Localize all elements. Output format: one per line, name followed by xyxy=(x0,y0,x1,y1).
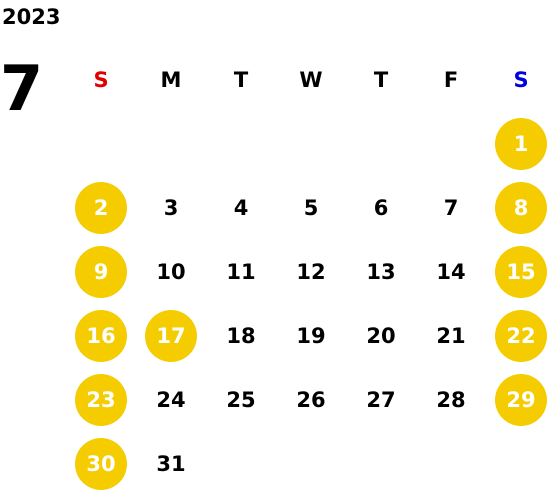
weekday-thu: T xyxy=(373,68,389,92)
calendar-empty-cell xyxy=(416,112,486,176)
day-number: 23 xyxy=(75,374,127,426)
calendar-day[interactable]: 26 xyxy=(276,368,346,432)
empty-day xyxy=(355,118,407,170)
day-number: 20 xyxy=(366,324,396,348)
day-number: 27 xyxy=(366,388,396,412)
calendar-day[interactable]: 17 xyxy=(136,304,206,368)
calendar-empty-cell xyxy=(276,112,346,176)
day-number: 3 xyxy=(163,196,179,220)
calendar-month: 7 xyxy=(0,52,44,125)
day-number: 15 xyxy=(495,246,547,298)
calendar-day[interactable]: 31 xyxy=(136,432,206,496)
calendar-year: 2023 xyxy=(2,5,61,29)
calendar-day[interactable]: 30 xyxy=(66,432,136,496)
calendar-day[interactable]: 21 xyxy=(416,304,486,368)
day-number: 1 xyxy=(495,118,547,170)
day-number: 9 xyxy=(75,246,127,298)
weekday-mon: M xyxy=(160,68,182,92)
day-number: 29 xyxy=(495,374,547,426)
day-number: 4 xyxy=(233,196,249,220)
day-number: 10 xyxy=(156,260,186,284)
empty-day xyxy=(425,118,477,170)
day-number: 25 xyxy=(226,388,256,412)
empty-day xyxy=(215,118,267,170)
day-number: 21 xyxy=(436,324,466,348)
calendar-day[interactable]: 8 xyxy=(486,176,548,240)
calendar-day[interactable]: 1 xyxy=(486,112,548,176)
calendar-day[interactable]: 6 xyxy=(346,176,416,240)
empty-day xyxy=(355,438,407,490)
calendar-empty-cell xyxy=(206,432,276,496)
calendar-day[interactable]: 25 xyxy=(206,368,276,432)
weekday-sun: S xyxy=(93,68,109,92)
calendar-day[interactable]: 22 xyxy=(486,304,548,368)
day-number: 28 xyxy=(436,388,466,412)
calendar-day[interactable]: 29 xyxy=(486,368,548,432)
empty-day xyxy=(285,118,337,170)
calendar-day[interactable]: 4 xyxy=(206,176,276,240)
day-number: 13 xyxy=(366,260,396,284)
calendar-empty-cell xyxy=(136,112,206,176)
calendar-day[interactable]: 5 xyxy=(276,176,346,240)
calendar-empty-cell xyxy=(206,112,276,176)
day-number: 24 xyxy=(156,388,186,412)
calendar-empty-cell xyxy=(416,432,486,496)
day-number: 22 xyxy=(495,310,547,362)
day-number: 7 xyxy=(443,196,459,220)
calendar-empty-cell xyxy=(66,112,136,176)
empty-day xyxy=(75,118,127,170)
calendar-day[interactable]: 12 xyxy=(276,240,346,304)
calendar-day[interactable]: 16 xyxy=(66,304,136,368)
calendar-day[interactable]: 15 xyxy=(486,240,548,304)
calendar-day[interactable]: 2 xyxy=(66,176,136,240)
empty-day xyxy=(425,438,477,490)
day-number: 26 xyxy=(296,388,326,412)
weekday-fri: F xyxy=(443,68,459,92)
day-number: 19 xyxy=(296,324,326,348)
calendar-day[interactable]: 20 xyxy=(346,304,416,368)
calendar-day[interactable]: 23 xyxy=(66,368,136,432)
calendar-day[interactable]: 7 xyxy=(416,176,486,240)
empty-day xyxy=(495,438,547,490)
calendar-day[interactable]: 28 xyxy=(416,368,486,432)
calendar-day[interactable]: 9 xyxy=(66,240,136,304)
calendar-day[interactable]: 13 xyxy=(346,240,416,304)
calendar-empty-cell xyxy=(276,432,346,496)
day-number: 2 xyxy=(75,182,127,234)
calendar-empty-cell xyxy=(346,112,416,176)
day-number: 30 xyxy=(75,438,127,490)
empty-day xyxy=(145,118,197,170)
day-number: 11 xyxy=(226,260,256,284)
day-number: 17 xyxy=(145,310,197,362)
calendar-day[interactable]: 14 xyxy=(416,240,486,304)
day-number: 12 xyxy=(296,260,326,284)
day-number: 14 xyxy=(436,260,466,284)
empty-day xyxy=(215,438,267,490)
day-number: 31 xyxy=(156,452,186,476)
day-number: 16 xyxy=(75,310,127,362)
calendar-day[interactable]: 11 xyxy=(206,240,276,304)
weekday-wed: W xyxy=(299,68,323,92)
weekday-sat: S xyxy=(513,68,529,92)
calendar-empty-cell xyxy=(486,432,548,496)
empty-day xyxy=(285,438,337,490)
calendar-day[interactable]: 19 xyxy=(276,304,346,368)
day-number: 8 xyxy=(495,182,547,234)
calendar-day[interactable]: 27 xyxy=(346,368,416,432)
day-number: 5 xyxy=(303,196,319,220)
calendar-day[interactable]: 18 xyxy=(206,304,276,368)
calendar-day[interactable]: 10 xyxy=(136,240,206,304)
calendar-day[interactable]: 3 xyxy=(136,176,206,240)
day-number: 18 xyxy=(226,324,256,348)
calendar-empty-cell xyxy=(346,432,416,496)
weekday-tue: T xyxy=(233,68,249,92)
calendar-day[interactable]: 24 xyxy=(136,368,206,432)
day-number: 6 xyxy=(373,196,389,220)
